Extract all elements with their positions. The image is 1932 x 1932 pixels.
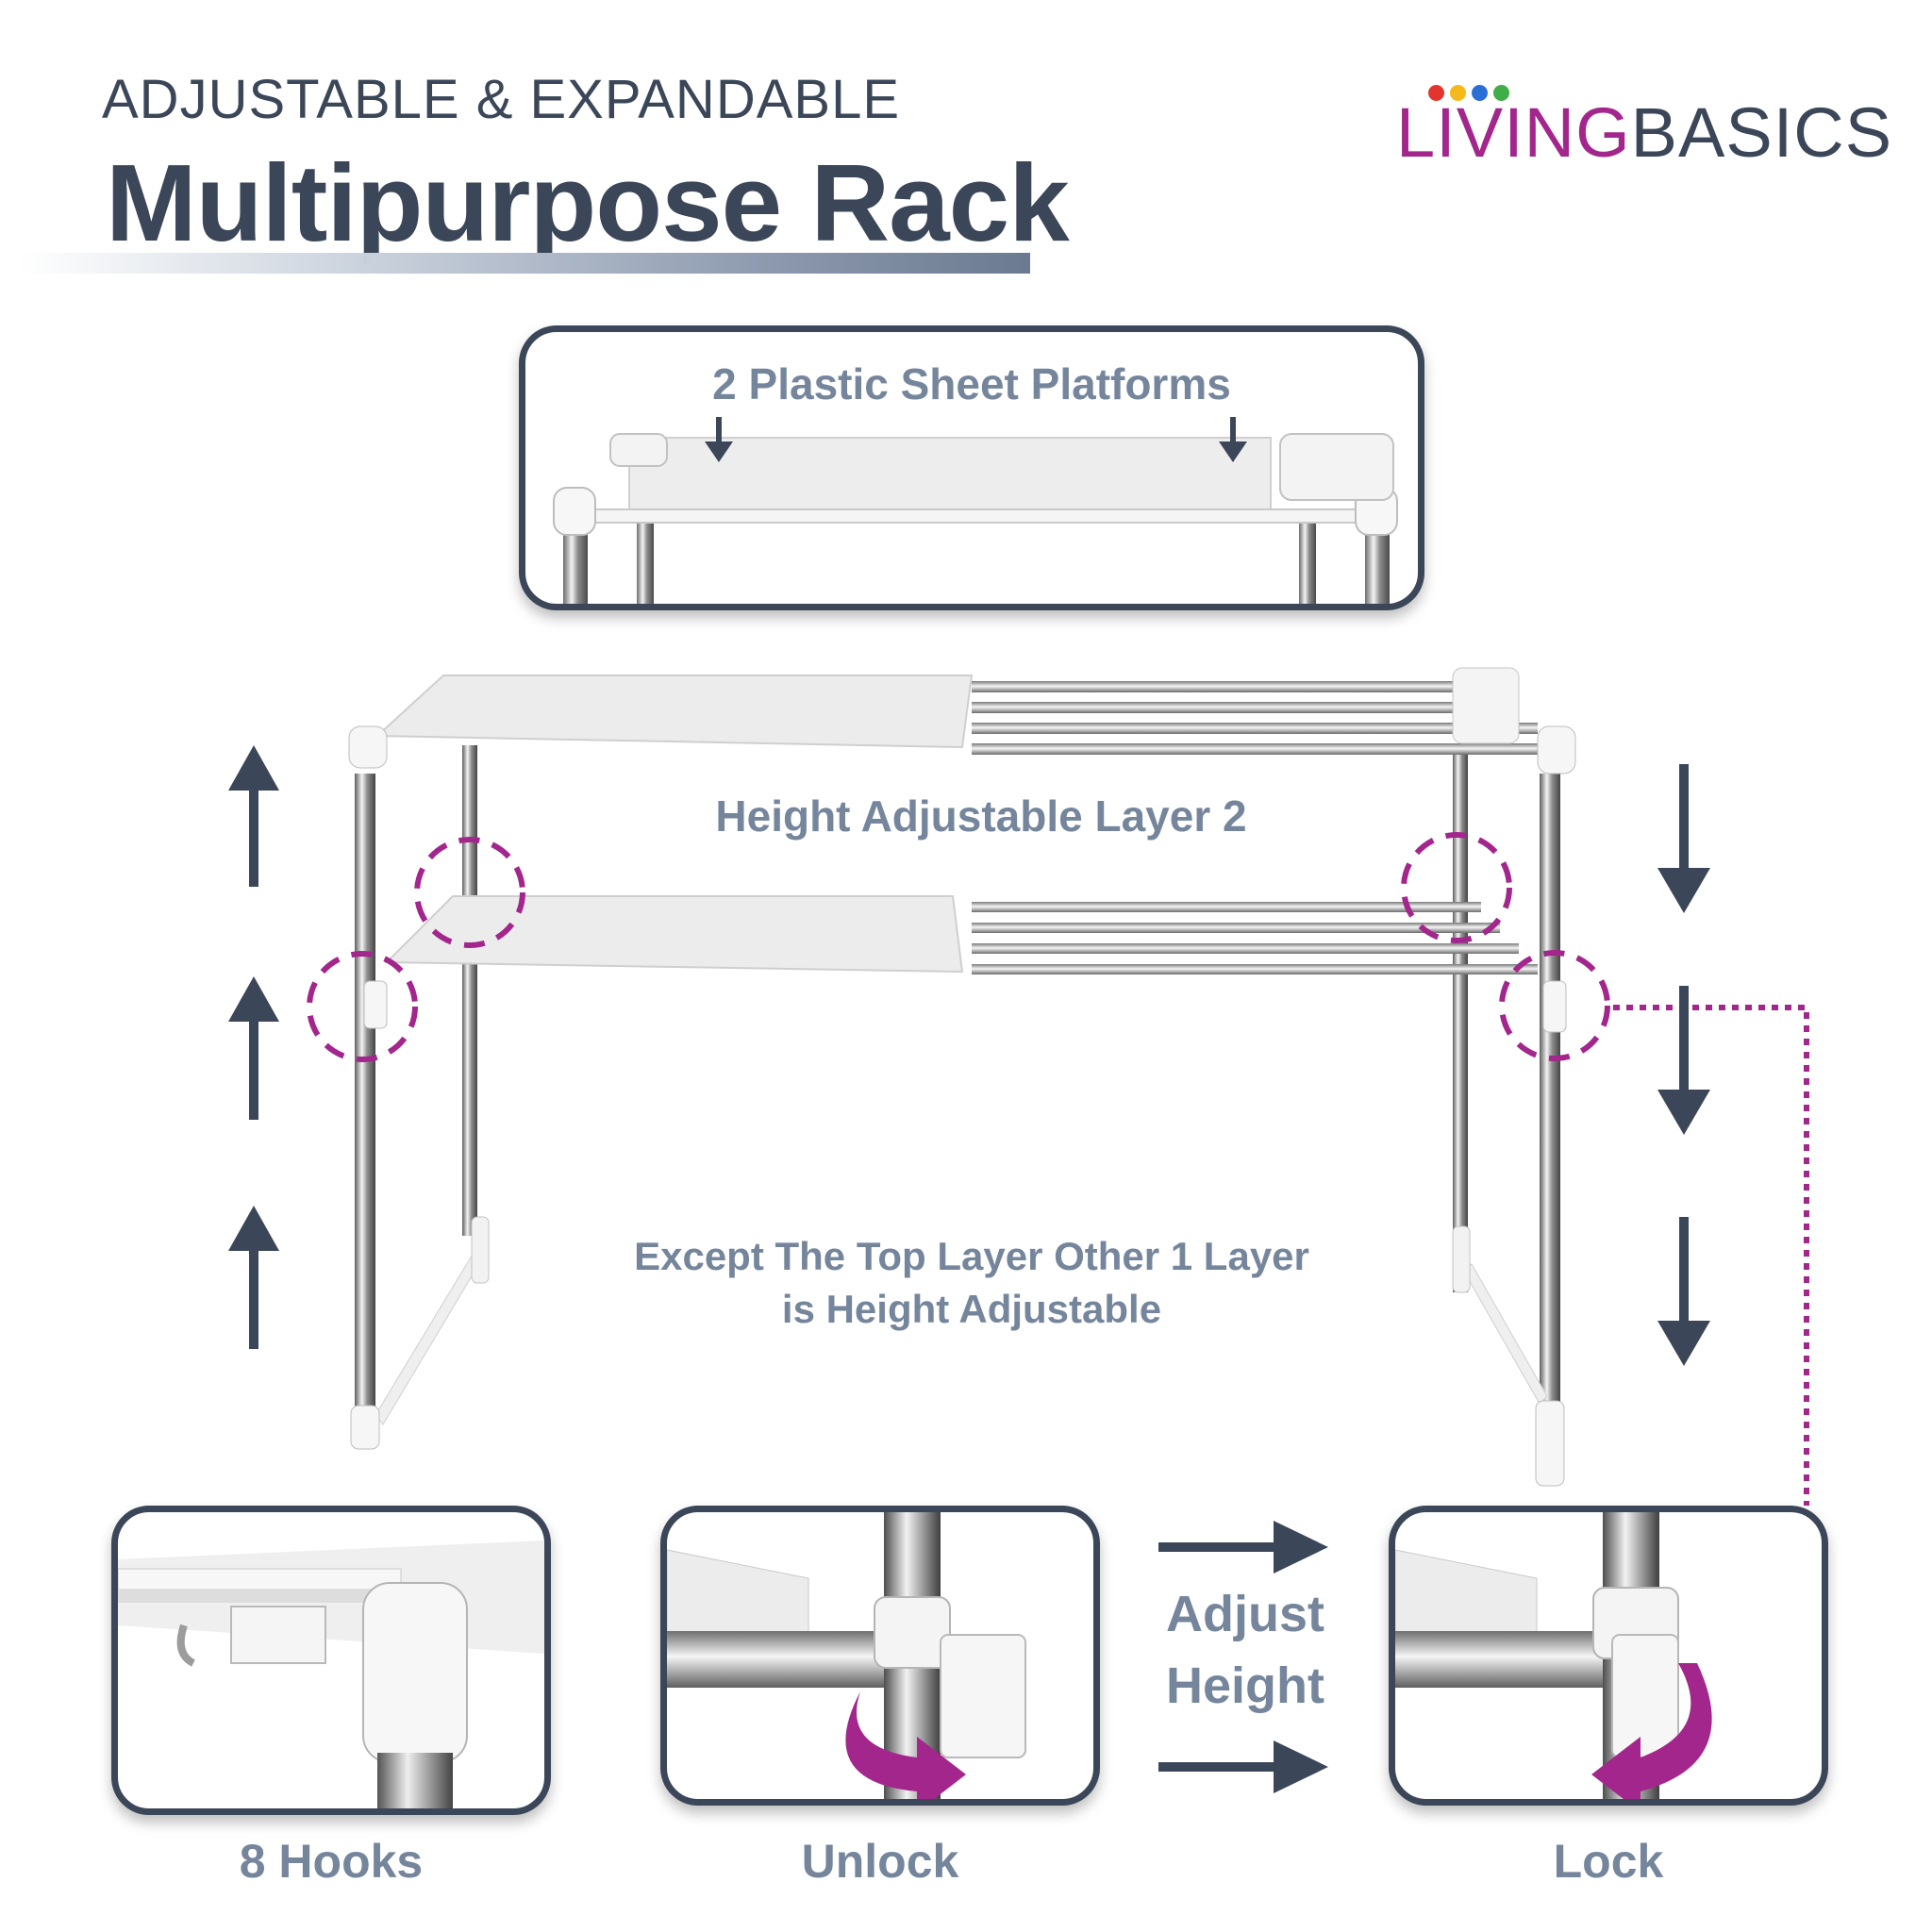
brand-dot-red xyxy=(1428,85,1444,101)
adjust-height-line2: Height xyxy=(1166,1657,1324,1714)
unlock-callout xyxy=(660,1506,1100,1806)
layer2-label: Height Adjustable Layer 2 xyxy=(715,791,1247,841)
unlock-illustration xyxy=(667,1512,1026,1799)
lock-callout xyxy=(1389,1506,1828,1806)
adjustable-note-line2: is Height Adjustable xyxy=(781,1287,1162,1331)
up-arrows xyxy=(228,745,279,1349)
lock-label: Lock xyxy=(1553,1835,1664,1888)
platforms-callout: 2 Plastic Sheet Platforms xyxy=(519,325,1424,610)
platforms-label: 2 Plastic Sheet Platforms xyxy=(712,359,1231,408)
brand-dot-green xyxy=(1493,85,1509,101)
unlock-label: Unlock xyxy=(801,1835,959,1888)
brand-logo: LIVINGBASICS xyxy=(1396,85,1893,173)
down-arrows xyxy=(1657,764,1710,1366)
brand-dot-blue xyxy=(1472,85,1488,101)
brand-living: LIVING xyxy=(1396,93,1631,172)
brand-dot-yellow xyxy=(1450,85,1466,101)
title-underline xyxy=(19,253,1030,274)
page-title: Multipurpose Rack xyxy=(106,142,1070,264)
adjust-height-line1: Adjust xyxy=(1166,1586,1324,1642)
hook-illustration xyxy=(118,1541,544,1808)
hooks-label: 8 Hooks xyxy=(239,1835,424,1888)
lock-illustration xyxy=(1395,1512,1712,1799)
brand-basics: BASICS xyxy=(1630,93,1893,172)
platform-illustration xyxy=(553,417,1398,604)
adjustable-note-line1: Except The Top Layer Other 1 Layer xyxy=(634,1234,1309,1278)
header-subtitle: ADJUSTABLE & EXPANDABLE xyxy=(102,69,901,130)
adjust-arrows xyxy=(1158,1521,1328,1793)
hooks-callout xyxy=(111,1506,551,1815)
